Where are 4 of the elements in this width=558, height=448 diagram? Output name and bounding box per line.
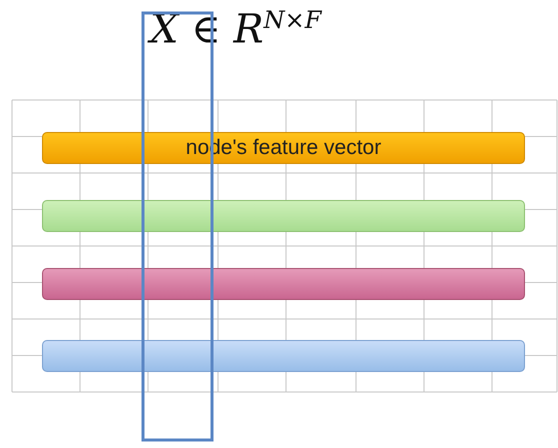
feature-vector-bar [42,200,525,232]
feature-vector-bar [42,340,525,372]
feature-vector-bar [42,132,525,164]
feature-vector-bar [42,268,525,300]
